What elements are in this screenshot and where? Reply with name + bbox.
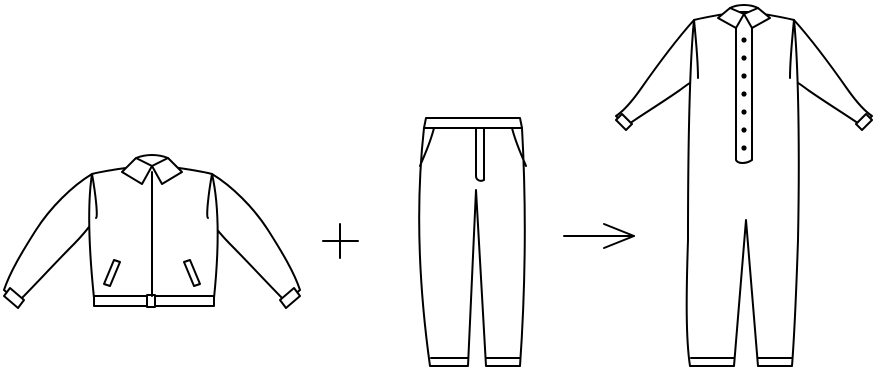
arrow-right-icon: [564, 224, 634, 248]
coverall-icon: [616, 5, 872, 366]
jacket-icon: [4, 155, 300, 308]
trousers-icon: [419, 118, 526, 366]
plus-icon: [323, 224, 358, 258]
